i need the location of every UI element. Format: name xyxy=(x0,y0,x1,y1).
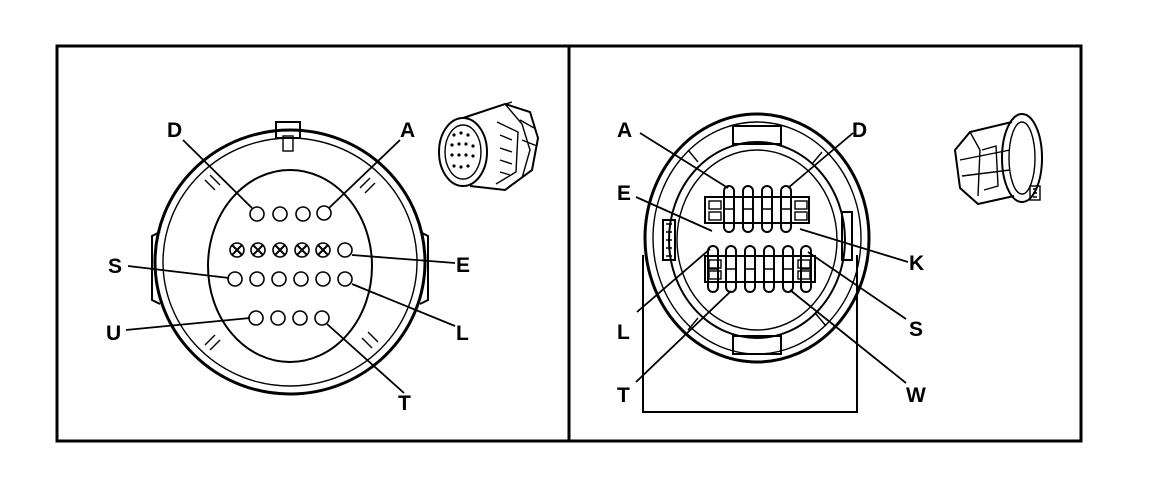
pin-label-u: U xyxy=(106,322,121,345)
left-panel-frame xyxy=(55,44,571,443)
pin-label-d: D xyxy=(167,119,182,142)
pin-label-a: A xyxy=(617,119,632,142)
plugged-cavity xyxy=(315,242,331,258)
pin-cavity xyxy=(248,310,264,326)
left-connector-face xyxy=(151,121,429,396)
plugged-cavity xyxy=(250,242,266,258)
left-leader-lines xyxy=(125,139,456,394)
pin-cavity xyxy=(249,271,265,287)
plugged-cavity xyxy=(229,242,245,258)
pin-cavity xyxy=(249,206,265,222)
plugged-cavity xyxy=(272,242,288,258)
pin-label-e: E xyxy=(617,182,631,205)
pin-label-l: L xyxy=(617,321,630,344)
pin-cavity xyxy=(293,271,309,287)
pin-label-e: E xyxy=(456,254,470,277)
left-pin-labels: D A E S L U T xyxy=(106,119,470,415)
pin-cavity xyxy=(337,271,353,287)
right-connector-thumbnail xyxy=(953,113,1043,206)
pin-label-t: T xyxy=(617,384,630,407)
pin-cavity xyxy=(270,310,286,326)
pin-label-k: K xyxy=(909,252,924,275)
right-terminal-block xyxy=(704,185,816,293)
right-panel-frame xyxy=(567,44,1083,443)
pin-cavity xyxy=(271,271,287,287)
pin-cavity xyxy=(337,242,353,258)
pin-label-d: D xyxy=(852,119,867,142)
pin-cavity xyxy=(295,206,311,222)
pin-label-w: W xyxy=(906,384,926,407)
pin-cavity xyxy=(272,206,288,222)
pin-cavity xyxy=(292,310,308,326)
plugged-cavity xyxy=(294,242,310,258)
pin-cavity xyxy=(315,271,331,287)
pin-label-s: S xyxy=(909,318,923,341)
pin-label-a: A xyxy=(400,119,415,142)
right-connector-face xyxy=(642,112,871,413)
left-connector-thumbnail xyxy=(438,101,540,192)
pin-label-s: S xyxy=(108,255,122,278)
pin-label-l: L xyxy=(456,322,469,345)
pin-cavity xyxy=(314,310,330,326)
pin-label-t: T xyxy=(398,392,411,415)
pin-cavity xyxy=(316,205,332,221)
right-pin-labels: A D E K L S T W xyxy=(617,119,926,407)
right-leader-lines xyxy=(635,132,909,384)
pin-cavity xyxy=(227,271,243,287)
left-pin-cavities xyxy=(227,205,353,326)
